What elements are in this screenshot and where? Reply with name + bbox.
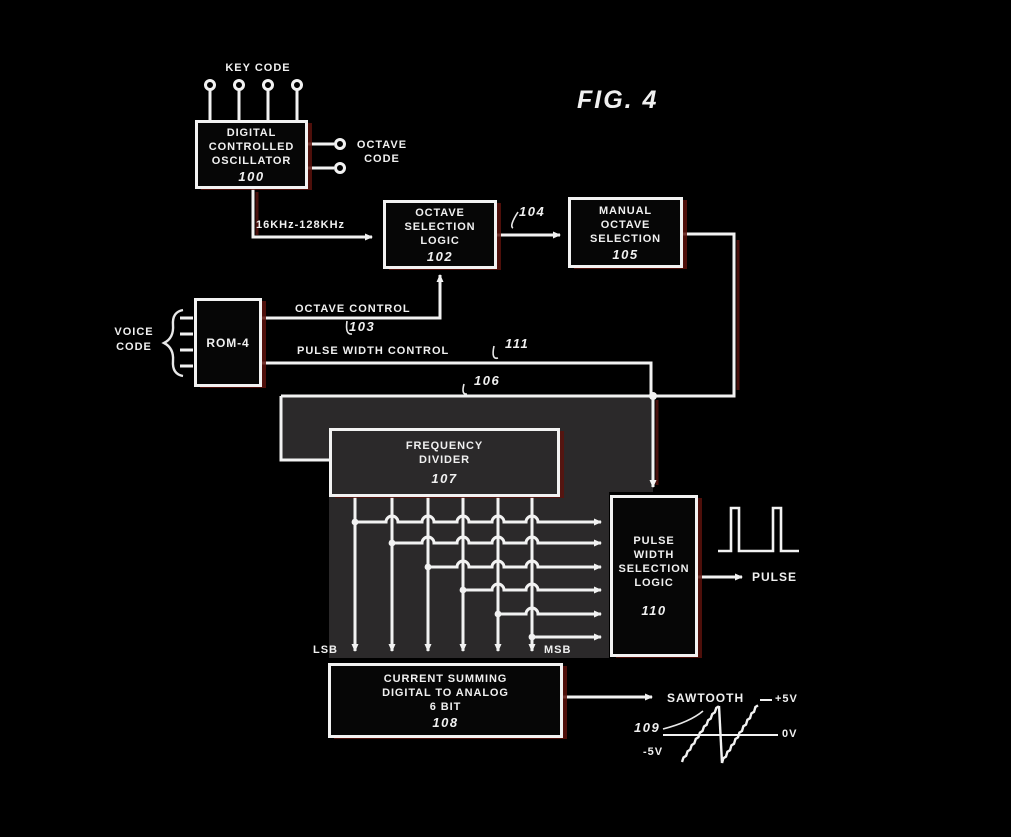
label-minus-5v: -5V [643, 746, 664, 758]
ref-102: 102 [426, 248, 454, 264]
sawtooth-waveform [663, 699, 778, 764]
block-digital-controlled-oscillator: DIGITAL CONTROLLED OSCILLATOR 100 [195, 120, 308, 189]
label-sawtooth-output: SAWTOOTH [667, 691, 745, 705]
wire-pulse-width-control-111 [262, 361, 653, 396]
block-label: CURRENT SUMMING [383, 672, 508, 685]
block-manual-octave-selection: MANUAL OCTAVE SELECTION 105 [568, 197, 683, 268]
ref-110: 110 [641, 603, 667, 618]
block-label: PULSE [633, 535, 675, 547]
block-label: LOGIC [634, 577, 674, 589]
pulse-waveform [718, 506, 799, 553]
ref-104: 104 [519, 204, 546, 219]
voice-code-brace [161, 308, 184, 378]
reference-leaders [345, 211, 704, 730]
block-label: ROM-4 [206, 335, 250, 350]
wire-octave-control-103 [262, 274, 444, 320]
block-label: SELECTION [589, 232, 662, 245]
label-lsb: LSB [313, 644, 338, 656]
bus-outline [279, 396, 329, 462]
block-label: CONTROLLED [208, 140, 295, 153]
block-rom-4: ROM-4 [194, 298, 262, 387]
ref-107: 107 [431, 471, 458, 486]
block-label: DIGITAL [226, 126, 277, 139]
ref-103: 103 [349, 319, 376, 334]
label-pulse-output: PULSE [752, 570, 798, 584]
label-pulse-width-control: PULSE WIDTH CONTROL [297, 345, 450, 357]
block-frequency-divider: FREQUENCY DIVIDER 107 [329, 428, 560, 497]
block-label: LOGIC [420, 234, 460, 247]
ref-106: 106 [474, 373, 501, 388]
block-label: 6 BIT [429, 700, 462, 713]
block-label: MANUAL [598, 204, 653, 217]
block-pulse-width-selection-logic: PULSE WIDTH SELECTION LOGIC 110 [610, 495, 698, 657]
block-label: SELECTION [618, 563, 690, 575]
voice-code-inputs [180, 316, 193, 368]
key-code-terminals [204, 79, 303, 120]
label-key-code: KEY CODE [225, 62, 291, 74]
label-msb: MSB [544, 644, 572, 656]
divider-output-bits [351, 497, 536, 652]
wire-dco-to-102 [251, 189, 373, 241]
block-label: SELECTION [404, 220, 476, 233]
figure-title: FIG. 4 [577, 86, 659, 114]
label-octave-code: OCTAVE CODE [356, 139, 408, 165]
ref-109: 109 [634, 720, 661, 735]
taps-to-110 [351, 514, 602, 641]
block-label: DIVIDER [419, 454, 470, 466]
block-label: OSCILLATOR [211, 154, 292, 167]
label-plus-5v: +5V [775, 693, 798, 705]
ref-111: 111 [505, 336, 530, 351]
block-current-summing-dac: CURRENT SUMMING DIGITAL TO ANALOG 6 BIT … [328, 663, 563, 738]
block-label: WIDTH [633, 549, 675, 561]
wire-105-return [656, 232, 736, 398]
ref-108: 108 [432, 714, 459, 730]
block-label: OCTAVE [415, 206, 465, 219]
octave-code-terminals [308, 138, 346, 174]
scan-ghosting [255, 192, 740, 485]
label-voice-code: VOICE CODE [114, 326, 154, 353]
ref-100: 100 [238, 168, 265, 184]
block-label: FREQUENCY [405, 440, 484, 452]
ref-105: 105 [612, 246, 639, 262]
label-octave-control: OCTAVE CONTROL [295, 303, 411, 315]
label-frequency-range: 16KHz-128KHz [256, 219, 346, 231]
block-label: OCTAVE [600, 218, 651, 231]
block-label: DIGITAL TO ANALOG [382, 686, 509, 699]
block-octave-selection-logic: OCTAVE SELECTION LOGIC 102 [383, 200, 497, 269]
label-zero-v: 0V [782, 728, 798, 740]
